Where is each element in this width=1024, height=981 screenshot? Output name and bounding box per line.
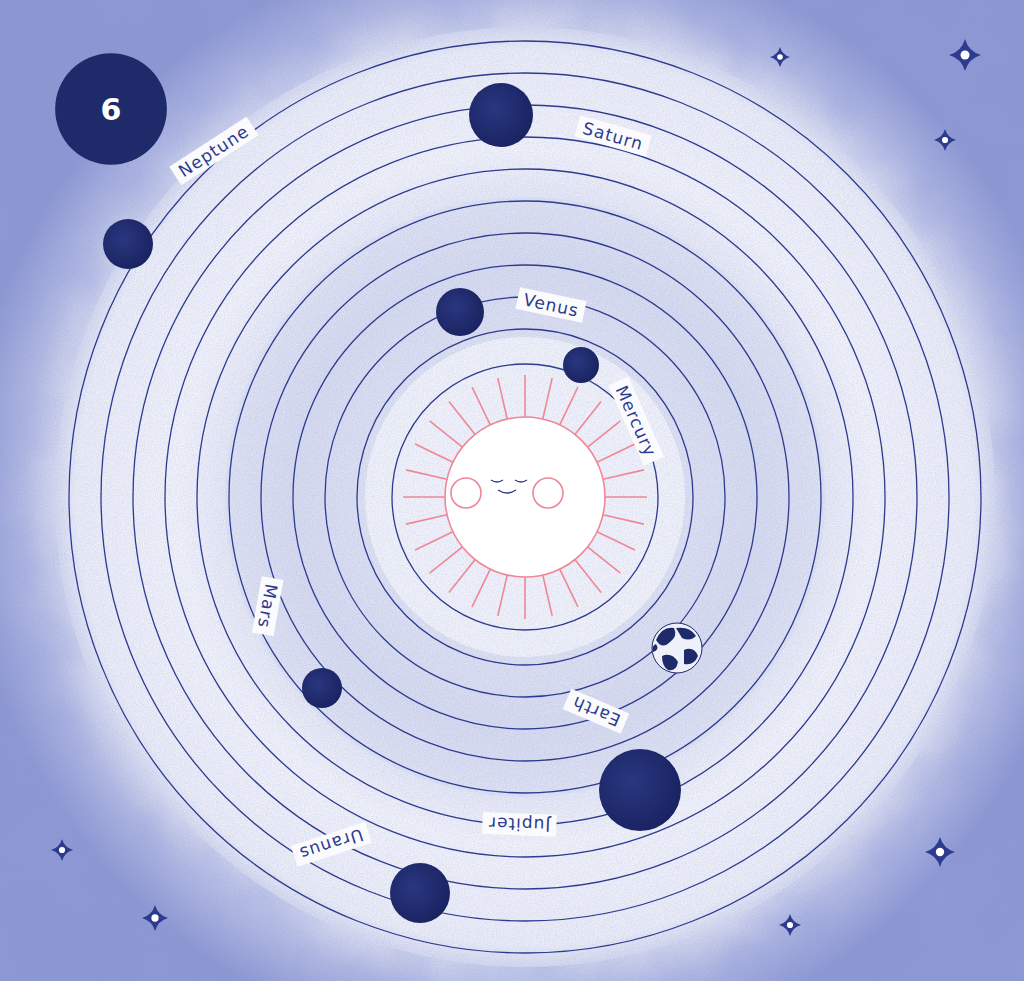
star: [925, 837, 955, 867]
saturn-planet: [469, 83, 533, 147]
callout-badge: 6: [54, 52, 168, 166]
star: [949, 39, 981, 71]
star: [779, 914, 801, 936]
star: [934, 129, 956, 151]
uranus-planet: [390, 863, 450, 923]
mercury-planet: [563, 347, 599, 383]
callout-number: 6: [54, 52, 168, 166]
star: [142, 905, 168, 931]
neptune-planet: [103, 219, 153, 269]
star: [770, 47, 790, 67]
star: [51, 839, 73, 861]
venus-planet: [436, 288, 484, 336]
mars-planet: [302, 668, 342, 708]
jupiter-planet: [599, 749, 681, 831]
earth-planet: [652, 623, 702, 673]
sun: [403, 375, 647, 619]
planet-label: Jupiter: [481, 812, 556, 837]
